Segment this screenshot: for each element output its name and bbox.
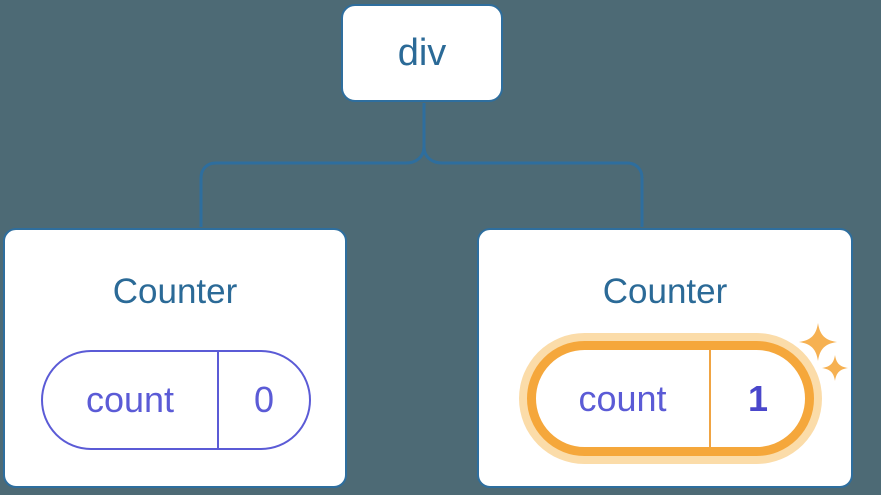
root-node-label: div xyxy=(397,31,447,74)
state-value: 1 xyxy=(747,377,769,419)
sparkle-icon xyxy=(799,323,837,361)
counter-card-right: Counter count 1 xyxy=(477,228,853,488)
state-key: count xyxy=(536,350,711,447)
component-title: Counter xyxy=(602,272,728,311)
edge-right-child xyxy=(422,146,644,227)
state-value: 0 xyxy=(253,379,275,420)
state-pill-highlighted: count 1 xyxy=(527,341,814,456)
state-key: count xyxy=(43,352,219,448)
component-title: Counter xyxy=(112,272,238,311)
state-pill: count 0 xyxy=(41,350,311,450)
edge-left-child xyxy=(199,103,426,227)
sparkle-icon-small xyxy=(822,355,848,381)
root-node-div: div xyxy=(341,4,503,102)
counter-card-left: Counter count 0 xyxy=(3,228,347,488)
